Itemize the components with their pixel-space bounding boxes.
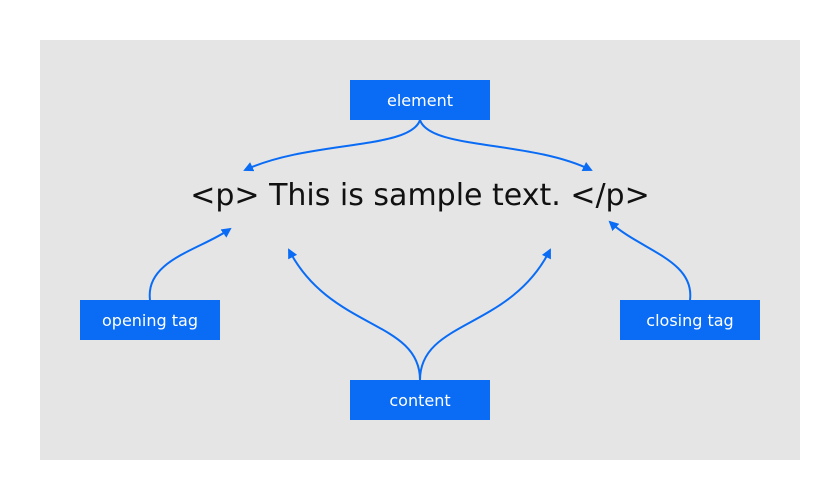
element-label-box: element [350,80,490,120]
html-code-sample: <p> This is sample text. </p> [190,178,650,213]
closing-tag-label: closing tag [646,310,734,330]
opening-tag-label-box: opening tag [80,300,220,340]
element-arrow-left [243,119,421,172]
content-arrow-left [288,248,421,381]
closing-tag-label-box: closing tag [620,300,760,340]
closing-tag-arrow [608,220,692,301]
content-label: content [389,390,451,410]
content-label-box: content [350,380,490,420]
content-arrow-right [419,248,551,381]
opening-tag-label: opening tag [102,310,198,330]
element-label: element [387,90,453,110]
opening-tag-arrow [148,227,232,301]
element-arrow-right [419,119,593,171]
